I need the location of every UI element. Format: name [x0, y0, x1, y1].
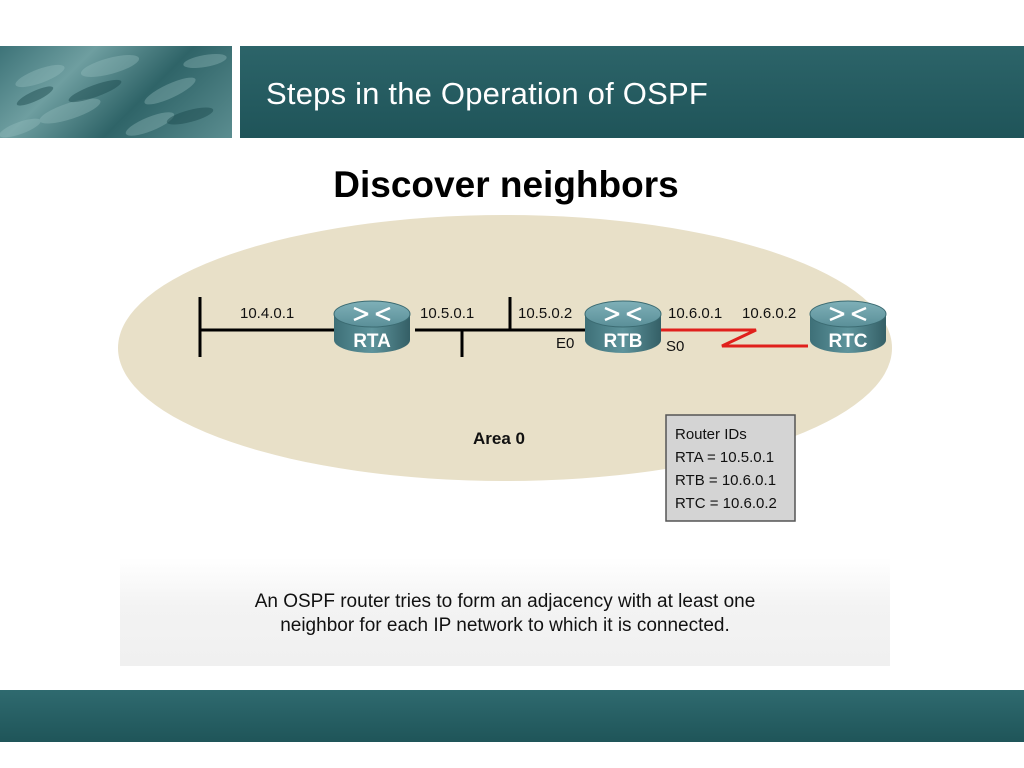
router-rta: RTA	[333, 300, 411, 353]
router-rtb: RTB	[584, 300, 662, 353]
router-id-line: RTB = 10.6.0.1	[675, 472, 776, 489]
address-rtc-left: 10.6.0.2	[742, 305, 796, 322]
footer-bar	[0, 690, 1024, 742]
header-title-bar: Steps in the Operation of OSPF	[240, 46, 1024, 138]
router-id-line: RTC = 10.6.0.2	[675, 495, 777, 512]
slide-header: Steps in the Operation of OSPF	[0, 46, 1024, 138]
router-id-line: RTA = 10.5.0.1	[675, 449, 774, 466]
router-arrows-icon	[353, 306, 391, 322]
caption-text: An OSPF router tries to form an adjacenc…	[120, 590, 890, 638]
router-arrows-icon	[604, 306, 642, 322]
ethernet-segment-10-5	[415, 297, 590, 357]
area-label: Area 0	[473, 429, 525, 448]
section-heading: Discover neighbors	[333, 164, 679, 205]
router-label-rtb: RTB	[603, 331, 642, 352]
slide-title: Steps in the Operation of OSPF	[266, 76, 708, 111]
caption-line: neighbor for each IP network to which it…	[280, 615, 730, 636]
router-rtc: RTC	[809, 300, 887, 353]
address-rta-left: 10.4.0.1	[240, 305, 294, 322]
address-rtb-left: 10.5.0.2	[518, 305, 572, 322]
caption-line: An OSPF router tries to form an adjacenc…	[254, 591, 756, 612]
router-label-rtc: RTC	[828, 331, 867, 352]
router-arrows-icon	[829, 306, 867, 322]
router-ids-box: Router IDs RTA = 10.5.0.1 RTB = 10.6.0.1…	[665, 414, 796, 522]
serial-link-10-6	[660, 328, 808, 348]
interface-s0: S0	[666, 338, 684, 355]
router-label-rta: RTA	[353, 331, 391, 352]
address-rtb-right: 10.6.0.1	[668, 305, 722, 322]
caption-box: An OSPF router tries to form an adjacenc…	[120, 558, 890, 666]
router-ids-title: Router IDs	[675, 426, 747, 443]
ethernet-segment-10-4	[198, 297, 340, 357]
header-photo	[0, 46, 232, 138]
interface-e0: E0	[556, 335, 574, 352]
address-rta-right: 10.5.0.1	[420, 305, 474, 322]
fish-image-icon	[0, 53, 227, 138]
